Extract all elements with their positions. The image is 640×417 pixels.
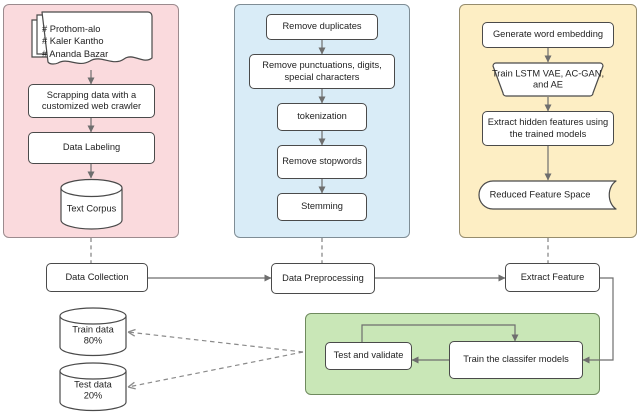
node-test-and-validate[interactable]: Test and validate xyxy=(325,342,412,370)
stage-data-preprocessing[interactable]: Data Preprocessing xyxy=(271,263,375,294)
dataset-train-data[interactable]: Train data 80% xyxy=(58,307,128,357)
news-sources-document: # Prothom-alo # Kaler Kantho # Ananda Ba… xyxy=(26,10,157,70)
test-data-label: Test data 20% xyxy=(58,380,128,403)
test-data-name: Test data xyxy=(74,379,112,390)
dataset-test-data[interactable]: Test data 20% xyxy=(58,362,128,412)
reduced-feature-space-label: Reduced Feature Space xyxy=(489,189,591,200)
stage-extract-feature[interactable]: Extract Feature xyxy=(505,263,600,292)
node-remove-duplicates[interactable]: Remove duplicates xyxy=(266,14,378,40)
node-remove-punctuations[interactable]: Remove punctuations, digits, special cha… xyxy=(249,54,395,89)
node-tokenization[interactable]: tokenization xyxy=(277,103,367,131)
node-stemming[interactable]: Stemming xyxy=(277,193,367,221)
node-remove-stopwords[interactable]: Remove stopwords xyxy=(277,145,367,179)
text-corpus-label: Text Corpus xyxy=(66,203,117,214)
stage-data-collection[interactable]: Data Collection xyxy=(46,263,148,292)
node-scrapping-data[interactable]: Scrapping data with a customized web cra… xyxy=(28,84,155,118)
node-text-corpus[interactable]: Text Corpus xyxy=(59,178,124,230)
node-train-generative-models[interactable]: Train LSTM VAE, AC-GAN, and AE xyxy=(490,62,606,97)
node-reduced-feature-space[interactable]: Reduced Feature Space xyxy=(478,180,618,210)
train-data-name: Train data xyxy=(72,324,114,335)
train-data-percent: 80% xyxy=(83,336,103,346)
train-data-label: Train data 80% xyxy=(58,325,128,348)
node-generate-word-embedding[interactable]: Generate word embedding xyxy=(482,22,614,48)
test-data-percent: 20% xyxy=(83,391,103,401)
node-train-classifier-models[interactable]: Train the classifer models xyxy=(449,341,583,379)
node-extract-hidden-features[interactable]: Extract hidden features using the traine… xyxy=(482,111,614,146)
train-generative-models-label: Train LSTM VAE, AC-GAN, and AE xyxy=(491,68,605,90)
node-data-labeling[interactable]: Data Labeling xyxy=(28,132,155,164)
news-sources-text: # Prothom-alo # Kaler Kantho # Ananda Ba… xyxy=(42,24,109,59)
